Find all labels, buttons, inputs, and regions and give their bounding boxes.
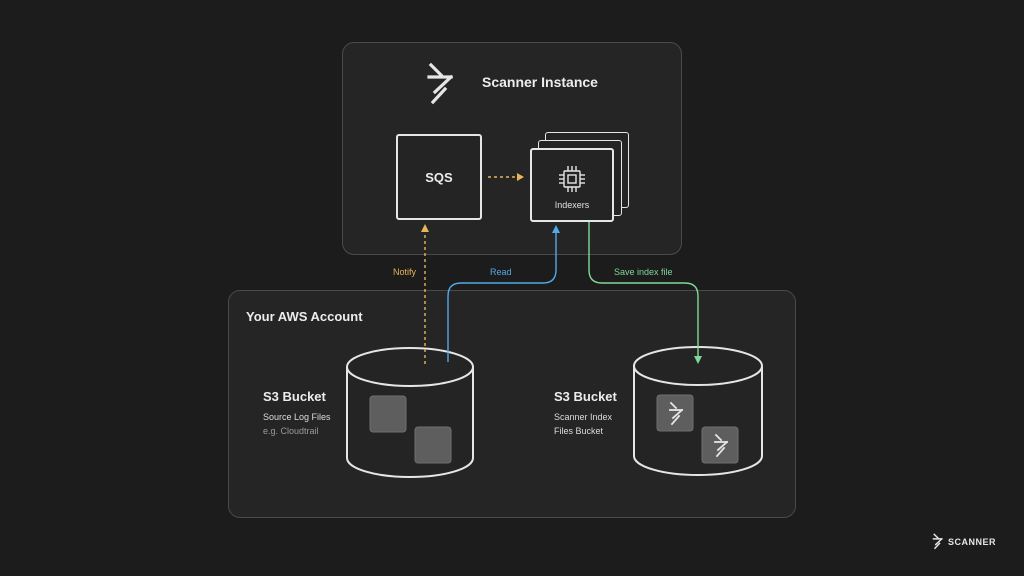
index-bucket-desc-2: Files Bucket	[554, 426, 604, 436]
scanner-logo-icon	[932, 533, 943, 550]
brand-name: SCANNER	[948, 537, 997, 547]
index-bucket-cylinder	[633, 346, 763, 476]
scanner-logo-icon	[669, 401, 684, 426]
chip-icon	[559, 166, 585, 192]
save-index-arrow	[588, 222, 702, 364]
scanner-instance-title: Scanner Instance	[482, 74, 598, 90]
index-bucket-title: S3 Bucket	[554, 389, 617, 404]
sqs-label: SQS	[425, 170, 453, 185]
notify-arrow	[421, 224, 429, 364]
index-bucket-desc-1: Scanner Index	[554, 412, 613, 422]
source-bucket-cylinder	[346, 347, 474, 478]
sqs-node[interactable]: SQS	[396, 134, 482, 220]
notify-label: Notify	[393, 267, 417, 277]
indexers-label: Indexers	[554, 200, 590, 210]
scanner-logo-icon	[427, 62, 454, 105]
read-arrow	[447, 225, 560, 362]
scanner-logo-icon	[714, 433, 729, 458]
source-bucket-example: e.g. Cloudtrail	[263, 426, 319, 436]
read-label: Read	[490, 267, 512, 277]
source-bucket-title: S3 Bucket	[263, 389, 326, 404]
indexers-node[interactable]: Indexers	[530, 148, 614, 222]
aws-account-title: Your AWS Account	[246, 309, 363, 324]
save-index-label: Save index file	[614, 267, 673, 277]
sqs-to-indexers-arrow	[488, 173, 524, 181]
source-bucket-desc: Source Log Files	[263, 412, 331, 422]
